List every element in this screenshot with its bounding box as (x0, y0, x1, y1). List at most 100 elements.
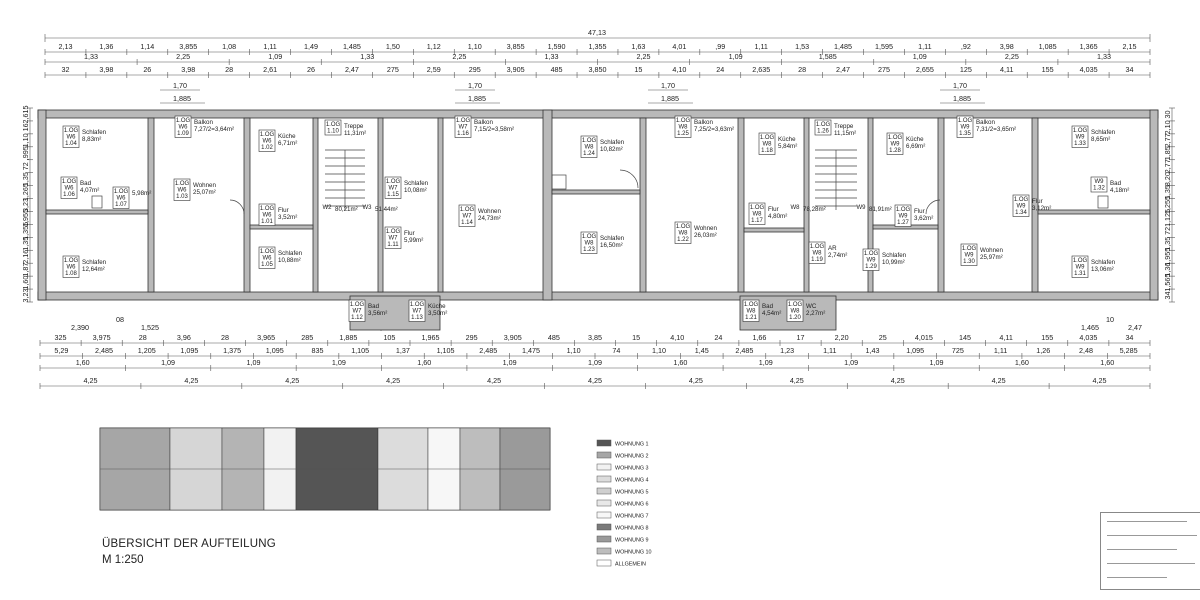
dimension-value: 4,25 (790, 376, 804, 385)
dimension-value: 3,98 (1000, 42, 1014, 51)
dimension-value: 1,10 (567, 346, 581, 355)
dimension-value: 2,655 (916, 65, 934, 74)
room-area: 11,31m² (344, 130, 366, 137)
room-code-box (62, 125, 80, 148)
legend-item: WOHNUNG 7 (596, 511, 649, 520)
room-name: Schlafen (600, 139, 625, 146)
dims-left: 2,615161,10,995721,351,2653,231,9551,355… (21, 105, 33, 303)
dimension-value: 8,20 (1163, 172, 1172, 186)
dimension-value: 4,25 (689, 376, 703, 385)
room-name: Wohnen (980, 247, 1003, 254)
dimension-value: 1,09 (913, 52, 927, 61)
room-code-box (348, 299, 366, 322)
dimension-value: 72 (21, 162, 30, 170)
room-code-box (258, 203, 276, 226)
dimension-value: 28 (139, 333, 147, 342)
room-name: Balkon (474, 119, 493, 126)
dimension-value: ,92 (961, 42, 971, 51)
room-area: 3,56m² (368, 310, 387, 317)
room-area: 8,83m² (82, 136, 101, 143)
room-name: Bad (368, 303, 380, 310)
room-code-box (1071, 125, 1089, 148)
room-area: 3,62m² (914, 215, 933, 222)
legend-label: WOHNUNG 2 (615, 454, 649, 460)
dimension-value: 34 (1126, 65, 1134, 74)
dimension-value: 34 (1125, 333, 1133, 342)
dimension-value: 5,29 (54, 346, 68, 355)
room-name: Schlafen (278, 250, 303, 257)
legend-swatch (596, 523, 612, 531)
dimension-value: 4,11 (1000, 65, 1013, 74)
dimension-value: 485 (551, 65, 563, 74)
dimension-value: 2,10 (1163, 120, 1172, 134)
dimension-value: 1,09 (759, 358, 773, 367)
room-code-box (60, 176, 78, 199)
room-name: Schlafen (404, 180, 429, 187)
dimension-value: 2,47 (836, 65, 850, 74)
dimension-value: 1,60 (1100, 358, 1114, 367)
room-name: Bad (762, 303, 774, 310)
legend-label: WOHNUNG 6 (615, 502, 649, 508)
dimension-value: 3,96 (177, 333, 191, 342)
dimension-value: 1,49 (304, 42, 318, 51)
dimension-value: 285 (301, 333, 313, 342)
overall-dimension: 47,13 (44, 28, 1151, 42)
room-code-box (886, 132, 904, 155)
room-name: Küche (428, 303, 446, 310)
room-area: 4,80m² (768, 213, 787, 220)
dimension-value: 2,13 (58, 42, 72, 51)
dimension-value: 1,955 (1163, 248, 1172, 266)
room-code-box (258, 129, 276, 152)
room-area: 7,27/2=3,64m² (194, 126, 234, 133)
room-area: 6,71m² (278, 140, 297, 147)
dimension-value: 3,965 (257, 333, 275, 342)
room-area: 8,65m² (1091, 136, 1110, 143)
overview-scale: M 1:250 (102, 554, 144, 566)
legend-swatch (596, 535, 612, 543)
dimension-value: 1,105 (437, 346, 455, 355)
legend-label: WOHNUNG 4 (615, 478, 649, 484)
room-name: Wohnen (478, 208, 501, 215)
dimension-value: 1,465 (1081, 323, 1099, 332)
room-area: 4,54m² (762, 310, 781, 317)
room-area: 13,06m² (1091, 266, 1114, 273)
dimension-value: 3,98 (99, 65, 113, 74)
dimension-value: 4,25 (83, 376, 97, 385)
room-name: Schlafen (882, 252, 907, 259)
dimension-value: 4,25 (1093, 376, 1107, 385)
dimension-value: 1,355 (21, 222, 30, 240)
dimension-value: 2,390 (71, 323, 89, 332)
legend-label: WOHNUNG 10 (615, 550, 652, 556)
dimension-value: 1,60 (417, 358, 431, 367)
dimension-value: 2,615 (21, 105, 30, 123)
dimension-value: 325 (55, 333, 67, 342)
room-code-box (960, 243, 978, 266)
